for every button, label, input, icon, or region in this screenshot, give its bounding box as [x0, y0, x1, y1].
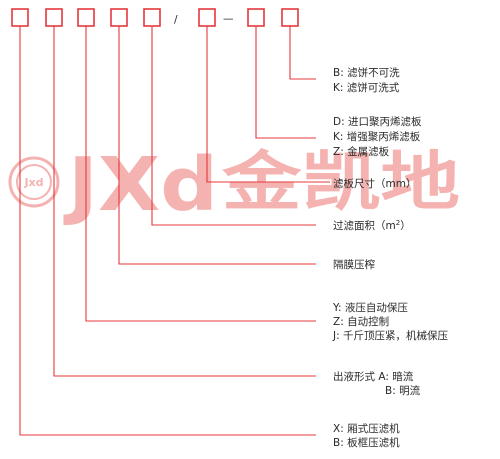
- watermark-emblem-text: Jxd: [23, 176, 43, 189]
- code-box-5: [143, 8, 161, 27]
- connector-pressing: [85, 26, 316, 322]
- label-filter-area-sup: 2: [396, 219, 400, 227]
- connector-outflow: [53, 26, 316, 377]
- label-press-j: J: 千斤顶压紧，机械保压: [332, 329, 448, 342]
- code-box-1: [11, 8, 29, 27]
- code-box-7: [247, 8, 265, 27]
- label-type-x: X: 厢式压滤机: [333, 422, 400, 435]
- label-plate-size: 滤板尺寸（mm）: [333, 177, 416, 190]
- code-box-6: [198, 8, 216, 27]
- label-wash-b: B: 滤饼不可洗: [333, 66, 400, 79]
- label-filter-area: 过滤面积（m2）: [333, 219, 411, 232]
- label-press-y: Y: 液压自动保压: [332, 301, 408, 314]
- code-box-4: [110, 8, 128, 27]
- code-boxes: [11, 8, 299, 27]
- watermark-latin-text: JXd: [63, 142, 218, 228]
- connector-filter-area: [151, 26, 316, 226]
- label-plate-d: D: 进口聚丙烯滤板: [333, 115, 422, 128]
- dash-separator: —: [223, 13, 234, 25]
- code-box-2: [45, 8, 63, 27]
- connector-type: [19, 26, 316, 436]
- watermark-chinese-text: 金凯地: [221, 146, 460, 220]
- label-filter-area-text: 过滤面积（m: [333, 219, 396, 232]
- connector-membrane: [118, 26, 316, 265]
- label-filter-area-end: ）: [400, 220, 411, 232]
- code-box-3: [77, 8, 95, 27]
- watermark: Jxd JXd 金凯地: [8, 142, 460, 228]
- watermark-emblem-icon: Jxd: [8, 156, 60, 208]
- code-box-8: [281, 8, 299, 27]
- label-type-b: B: 板框压滤机: [333, 436, 400, 449]
- label-plate-z: Z: 金属滤板: [333, 145, 390, 158]
- labels: B: 滤饼不可洗 K: 滤饼可洗式 D: 进口聚丙烯滤板 K: 增强聚丙烯滤板 …: [332, 66, 448, 449]
- connector-wash: [289, 26, 316, 80]
- connector-lines: [19, 26, 330, 436]
- label-outflow-b: B: 明流: [385, 384, 421, 397]
- label-plate-k: K: 增强聚丙烯滤板: [333, 130, 421, 143]
- label-press-z: Z: 自动控制: [333, 315, 389, 328]
- connector-plate-material: [255, 26, 316, 139]
- slash-separator: /: [174, 14, 178, 26]
- label-membrane: 隔膜压榨: [333, 258, 375, 271]
- label-outflow-a: 出液形式 A: 暗流: [333, 370, 414, 383]
- connector-plate-size: [206, 26, 330, 183]
- label-wash-k: K: 滤饼可洗式: [333, 81, 400, 94]
